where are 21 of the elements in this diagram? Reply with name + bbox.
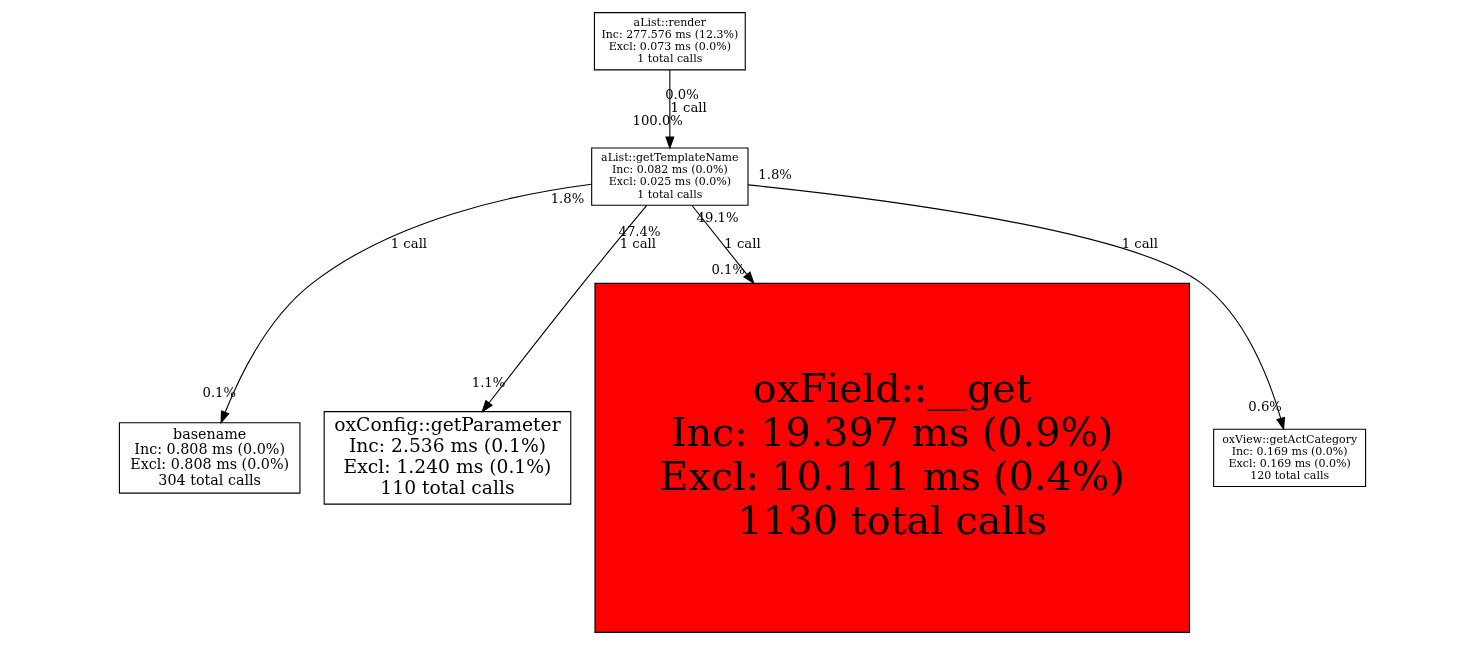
arrow (220, 183, 592, 425)
node-label: 1.8% (757, 167, 792, 183)
edge-label: 1 call (619, 235, 656, 251)
arrow (747, 184, 1285, 431)
edge-label: 1 call (390, 235, 427, 251)
node-box: oxConfig::getParameter Inc: 2.536 ms (0.1%) Excl: 1.240 ms (0.1%) 110 total calls (323, 411, 571, 505)
edge-label: 1 call (723, 235, 761, 251)
node-label: 0.1% (710, 261, 745, 277)
arrow (690, 204, 755, 285)
node-label: 0.6% (1247, 398, 1282, 414)
edge-label: 1 call (669, 100, 707, 116)
node-box: aList::getTemplateName Inc: 0.082 ms (0.0%) Excl: 0.025 ms (0.0%) 1 total calls (590, 147, 749, 206)
edge-label: 1 call (1121, 235, 1158, 251)
arrow (664, 69, 674, 150)
node-label: 1.8% (550, 191, 584, 207)
node-box: oxView::getActCategory Inc: 0.169 ms (0.0%) Excl: 0.169 ms (0.0%) 120 total calls (1212, 428, 1366, 488)
node-box: oxField::__get Inc: 19.397 ms (0.9%) Excl: 10.111 ms (0.4%) 1130 total calls (593, 282, 1190, 633)
node-label: 1.1% (471, 375, 505, 391)
arrow (480, 204, 647, 413)
node-box: basename Inc: 0.808 ms (0.0%) Excl: 0.808 ms (0.0%) 304 total calls (118, 422, 300, 494)
node-box: aList::render Inc: 277.576 ms (12.3%) Excl: 0.073 ms (0.0%) 1 total calls (593, 12, 746, 71)
